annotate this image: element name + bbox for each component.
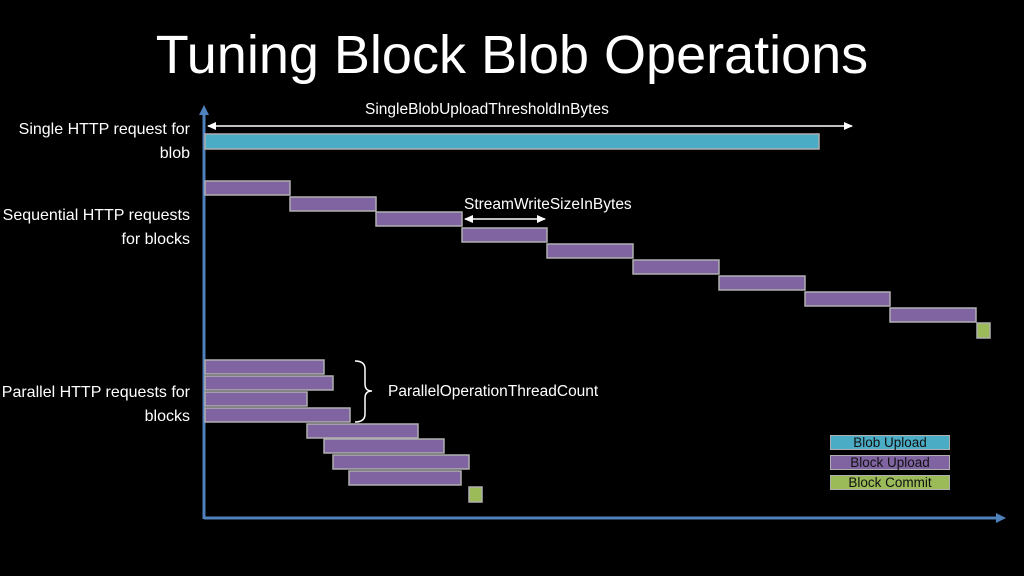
parallel-block (306, 423, 419, 439)
sequential-block (889, 307, 977, 323)
legend-block-upload: Block Upload (830, 455, 950, 470)
sequential-block (204, 180, 291, 196)
stream-write-size-label: StreamWriteSizeInBytes (464, 196, 632, 213)
sequential-block (804, 291, 891, 307)
parallel-block-commit (468, 486, 483, 503)
legend-block-commit: Block Commit (830, 475, 950, 490)
sequential-block (375, 211, 463, 227)
blob-upload-bar (204, 133, 820, 150)
sequential-block (632, 259, 720, 275)
legend-blob-upload: Blob Upload (830, 435, 950, 450)
sequential-block-commit (976, 322, 991, 339)
parallel-block (204, 359, 325, 375)
sequential-block (718, 275, 806, 291)
row-label-sequential: Sequential HTTP requests for blocks (0, 204, 190, 252)
thread-count-label: ParallelOperationThreadCount (388, 383, 599, 400)
slide-title: Tuning Block Blob Operations (155, 25, 869, 85)
legend-blob-upload-label: Blob Upload (853, 435, 927, 450)
sequential-block (546, 243, 634, 259)
thread-count-brace (354, 360, 373, 423)
sequential-block (289, 196, 377, 212)
parallel-block (204, 407, 351, 423)
threshold-label: SingleBlobUploadThresholdInBytes (365, 101, 609, 118)
legend-block-upload-label: Block Upload (850, 455, 930, 470)
row-label-sequential-text: Sequential HTTP requests for blocks (2, 207, 190, 248)
parallel-block (323, 438, 445, 454)
parallel-block (204, 375, 334, 391)
parallel-block (204, 391, 308, 407)
row-label-single: Single HTTP request for blob (0, 118, 190, 166)
parallel-blocks (204, 359, 470, 486)
row-label-single-text: Single HTTP request for blob (18, 121, 190, 162)
row-label-parallel: Parallel HTTP requests for blocks (0, 381, 190, 429)
sequential-blocks (204, 180, 977, 323)
parallel-block (332, 454, 470, 470)
legend-block-commit-label: Block Commit (848, 475, 932, 490)
row-label-parallel-text: Parallel HTTP requests for blocks (1, 384, 190, 425)
sequential-block (461, 227, 548, 243)
parallel-block (348, 470, 462, 486)
